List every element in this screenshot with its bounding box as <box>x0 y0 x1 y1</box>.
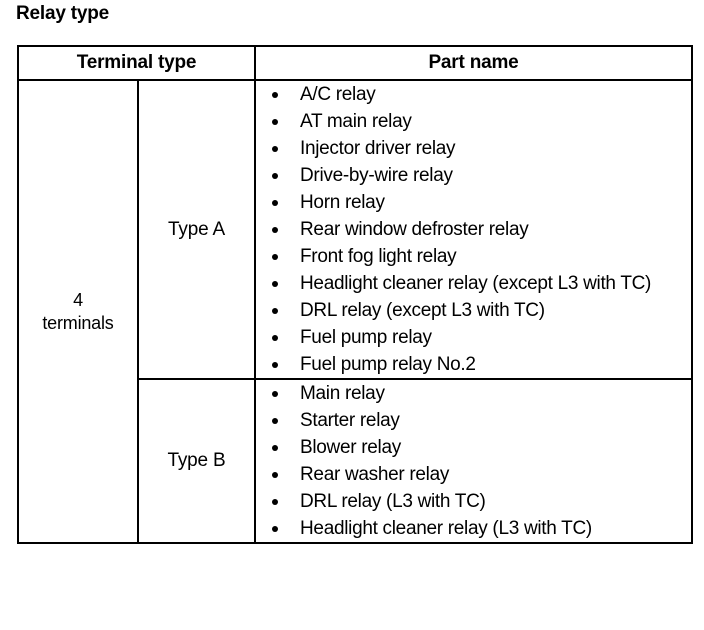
list-item: DRL relay (except L3 with TC) <box>256 297 691 324</box>
column-header-part-name: Part name <box>254 45 693 81</box>
list-item: Headlight cleaner relay (L3 with TC) <box>256 515 691 542</box>
bullet-icon <box>272 472 278 478</box>
list-item-label: Blower relay <box>300 437 401 458</box>
bullet-icon <box>272 391 278 397</box>
list-item: Fuel pump relay No.2 <box>256 351 691 378</box>
terminal-type-cell: 4 terminals <box>17 79 139 544</box>
list-item-label: Headlight cleaner relay (L3 with TC) <box>300 518 592 539</box>
terminal-count-value: 4 <box>73 289 83 310</box>
terminal-count-unit: terminals <box>42 312 114 333</box>
list-item-label: DRL relay (L3 with TC) <box>300 491 486 512</box>
list-item: Starter relay <box>256 407 691 434</box>
relay-type-label-a: Type A <box>137 79 256 380</box>
list-item: DRL relay (L3 with TC) <box>256 488 691 515</box>
list-item-label: AT main relay <box>300 111 412 132</box>
list-item-label: Injector driver relay <box>300 138 456 159</box>
bullet-icon <box>272 445 278 451</box>
bullet-icon <box>272 418 278 424</box>
table-row: 4 terminals Type A A/C relay AT main rela… <box>17 79 693 544</box>
bullet-icon <box>272 308 278 314</box>
list-item-label: DRL relay (except L3 with TC) <box>300 300 545 321</box>
bullet-icon <box>272 526 278 532</box>
list-item: Injector driver relay <box>256 135 691 162</box>
table-header-row: Terminal type Part name <box>17 45 693 81</box>
bullet-icon <box>272 281 278 287</box>
bullet-icon <box>272 173 278 179</box>
list-item-label: Rear window defroster relay <box>300 219 529 240</box>
list-item-label: Drive-by-wire relay <box>300 165 453 186</box>
list-item: Drive-by-wire relay <box>256 162 691 189</box>
list-item: Rear washer relay <box>256 461 691 488</box>
list-item-label: Starter relay <box>300 410 400 431</box>
bullet-icon <box>272 227 278 233</box>
list-item-label: Fuel pump relay No.2 <box>300 354 476 375</box>
list-item: Front fog light relay <box>256 243 691 270</box>
list-item: Headlight cleaner relay (except L3 with … <box>256 270 691 297</box>
bullet-icon <box>272 499 278 505</box>
list-item: Blower relay <box>256 434 691 461</box>
list-item: Rear window defroster relay <box>256 216 691 243</box>
list-item-label: Headlight cleaner relay (except L3 with … <box>300 273 652 294</box>
bullet-icon <box>272 146 278 152</box>
bullet-icon <box>272 362 278 368</box>
bullet-icon <box>272 200 278 206</box>
page-title: Relay type <box>16 3 110 24</box>
bullet-icon <box>272 335 278 341</box>
list-item-label: Front fog light relay <box>300 246 457 267</box>
relay-type-table: Terminal type Part name 4 terminals Type… <box>17 45 693 544</box>
list-item: Horn relay <box>256 189 691 216</box>
column-header-terminal-type: Terminal type <box>17 45 256 81</box>
bullet-icon <box>272 92 278 98</box>
list-item-label: Rear washer relay <box>300 464 450 485</box>
list-item-label: Horn relay <box>300 192 385 213</box>
relay-type-label-b: Type B <box>137 378 256 544</box>
list-item: AT main relay <box>256 108 691 135</box>
list-item: A/C relay <box>256 81 691 108</box>
list-item: Fuel pump relay <box>256 324 691 351</box>
bullet-icon <box>272 119 278 125</box>
list-item-label: Main relay <box>300 383 385 404</box>
list-item-label: A/C relay <box>300 84 376 105</box>
bullet-icon <box>272 254 278 260</box>
list-item: Main relay <box>256 380 691 407</box>
list-item-label: Fuel pump relay <box>300 327 432 348</box>
